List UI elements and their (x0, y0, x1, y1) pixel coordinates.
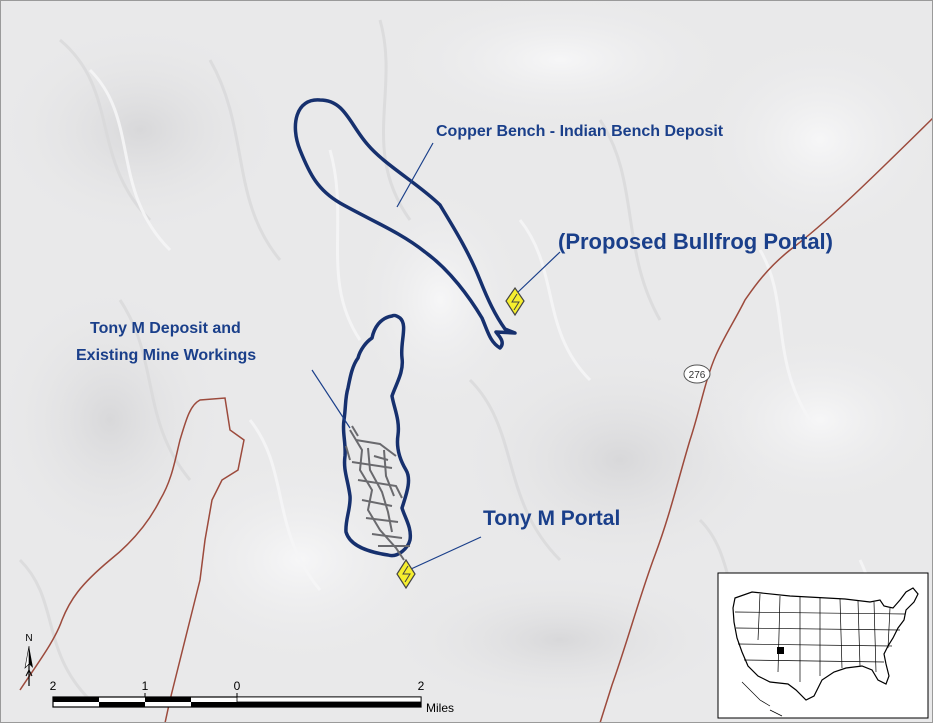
tony-m-deposit-label-line1: Tony M Deposit and (90, 320, 241, 337)
tony-m-portal-label: Tony M Portal (483, 507, 620, 530)
tony-m-deposit-label-line2: Existing Mine Workings (76, 347, 256, 364)
inset-us-map (717, 572, 929, 719)
us-map-icon (732, 587, 919, 717)
bullfrog-portal-marker[interactable] (505, 286, 525, 317)
tony-m-portal-marker[interactable] (396, 558, 416, 590)
scale-tick-1: 1 (142, 679, 149, 693)
scale-tick-2-right: 2 (418, 679, 425, 693)
tony-m-deposit-outline[interactable] (341, 313, 413, 558)
scale-tick-2-left: 2 (50, 679, 57, 693)
local-road (19, 397, 245, 723)
location-marker (777, 647, 784, 654)
highway-276-road (599, 117, 933, 723)
copper-bench-deposit-outline[interactable] (293, 98, 517, 350)
scale-bar: 2 1 0 2 Miles (50, 679, 454, 715)
scale-unit: Miles (426, 701, 454, 715)
north-arrow-label: N (25, 633, 32, 644)
bullfrog-portal-label: (Proposed Bullfrog Portal) (558, 229, 833, 254)
copper-bench-label: Copper Bench - Indian Bench Deposit (436, 123, 724, 140)
existing-mine-workings (345, 425, 410, 561)
scale-tick-0: 0 (234, 679, 241, 693)
highway-shield: 276 (683, 364, 711, 384)
highway-number: 276 (689, 370, 706, 381)
leader-lines (311, 142, 561, 570)
north-arrow: N (24, 633, 33, 686)
